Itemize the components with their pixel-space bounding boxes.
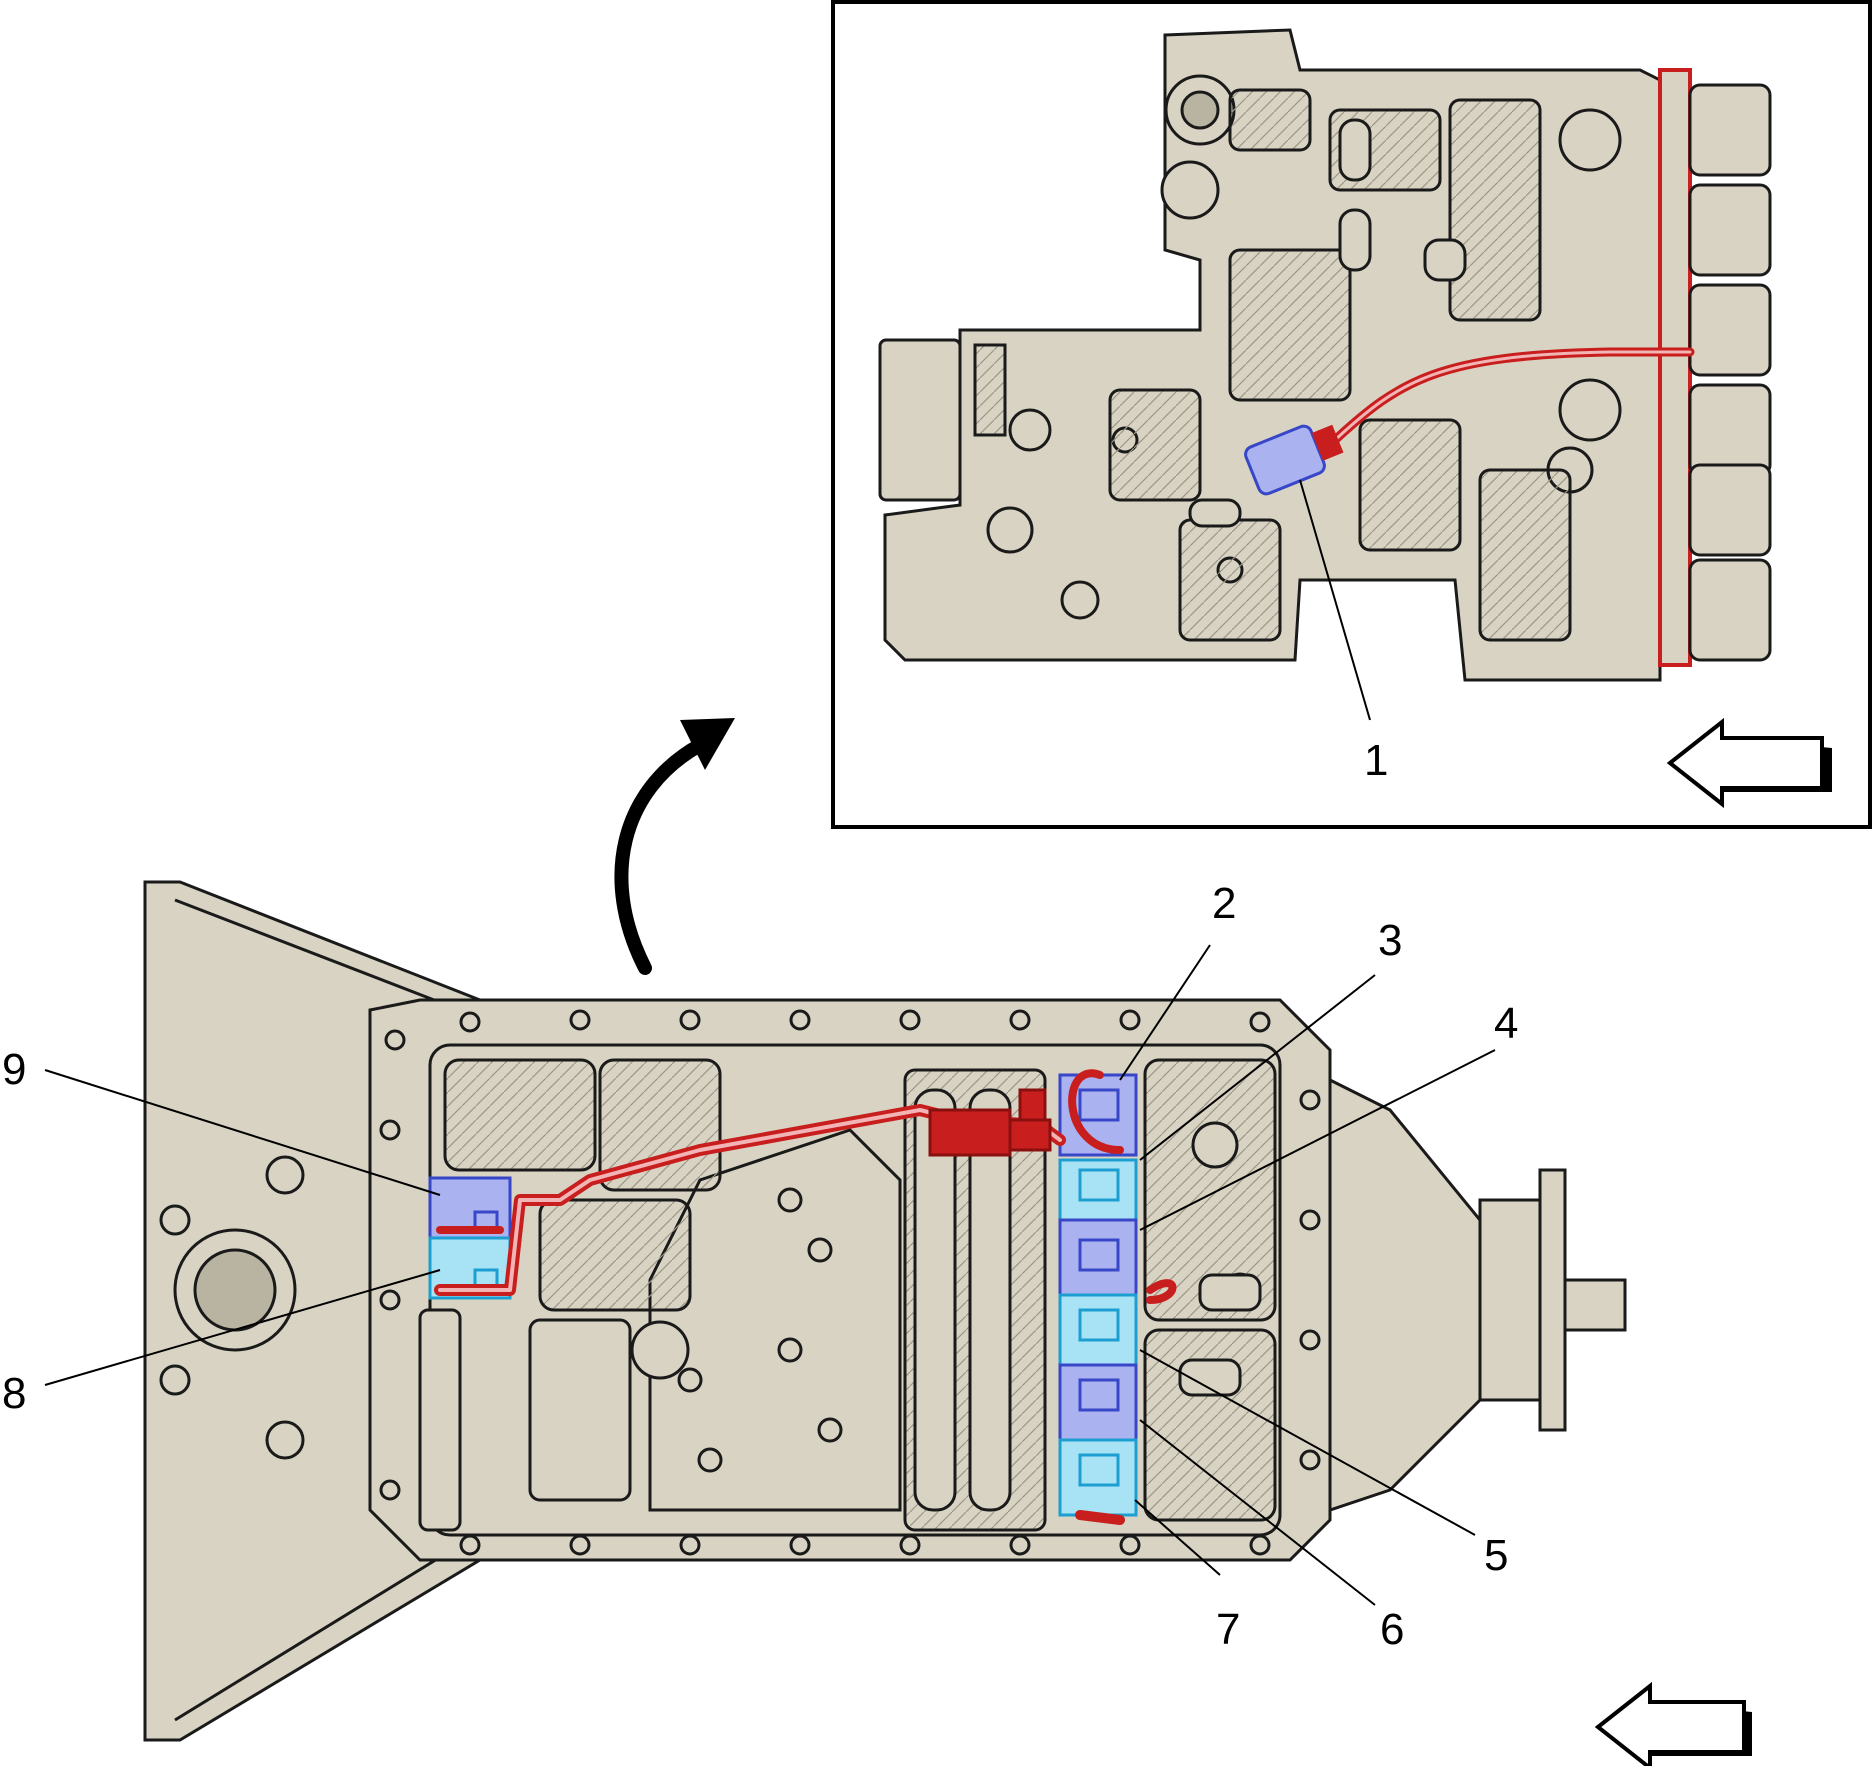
inset-slot [1423,238,1467,282]
inset-channel [1228,88,1312,152]
accumulator-cylinder [528,1318,632,1502]
leader-lines [44,944,1496,1606]
callout-8: 8 [2,1369,26,1418]
callout-6: 6 [1380,1605,1404,1654]
callout-4: 4 [1494,999,1518,1048]
solenoid-4 [1058,1218,1138,1297]
inset-view: 1 [831,0,1872,829]
callout-2: 2 [1212,879,1236,928]
inset-bore [1558,108,1622,172]
pump-bore [630,1320,690,1380]
solenoid-5 [1058,1293,1138,1372]
extension-housing [1328,1077,1482,1513]
left-valve-block [443,1058,597,1172]
inset-left-connector [878,338,962,502]
spool-valve-column [968,1088,1012,1512]
callout-7: 7 [1216,1605,1240,1654]
right-sensor-plug [1198,1273,1262,1312]
callout-9: 9 [2,1045,26,1094]
inset-callout-1: 1 [1364,736,1388,785]
output-flange-yoke [1538,1168,1567,1432]
bellhousing-bolt [159,1364,191,1396]
inset-slot [1338,208,1372,272]
right-valve-block [1143,1058,1277,1322]
callout-3: 3 [1378,916,1402,965]
inset-wiring-harness [1333,350,1692,442]
right-sensor-plug [1178,1358,1242,1397]
curved-arrow-icon [614,718,735,975]
output-flange [1478,1198,1542,1402]
inset-solenoid [1688,383,1772,477]
flange-bolts [379,1009,1321,1556]
bellhousing-bolt [265,1155,305,1195]
inset-bore [986,506,1034,554]
solenoid-7 [1058,1438,1138,1517]
inset-channel [1478,468,1572,642]
valve-body-inset [878,28,1772,682]
plate-bolts [677,1187,843,1473]
inset-channel [1358,418,1462,552]
inset-slot [1188,498,1242,528]
output-shaft [1563,1278,1627,1332]
left-arrow-icon [1666,717,1832,809]
inset-slot [1338,118,1372,182]
inset-channel [1448,98,1542,322]
bellhousing-rib [174,898,461,1722]
inset-bore [1160,160,1220,220]
bellhousing-bolt [159,1204,191,1236]
right-bore [1191,1121,1239,1169]
callout-5: 5 [1484,1531,1508,1580]
inset-channel [1178,518,1282,642]
inset-bore [1558,378,1622,442]
inset-channel [1228,248,1352,402]
inset-leader-1 [1299,479,1371,721]
bellhousing-bolt [265,1420,305,1460]
inset-sensor [1244,424,1344,496]
inset-bore [1060,580,1100,620]
inset-bore [1180,90,1220,130]
inset-solenoid [1688,283,1772,377]
inset-solenoid [1688,558,1772,662]
inset-solenoid [1688,463,1772,557]
spool-valve-column [913,1088,957,1512]
filter-screen [418,1308,462,1532]
inset-channel [1108,388,1202,502]
left-arrow-icon [1594,1681,1752,1766]
inset-bore [1008,408,1052,452]
inset-solenoid [1688,83,1772,177]
left-solenoid-pair [428,1176,512,1300]
harness-connector [928,1088,1052,1157]
left-valve-block [538,1198,692,1312]
inset-connector-strip [1658,68,1692,667]
inset-spring [973,343,1007,437]
solenoid-6 [1058,1363,1138,1442]
bellhousing-bore [193,1248,277,1332]
inset-solenoid [1688,183,1772,277]
